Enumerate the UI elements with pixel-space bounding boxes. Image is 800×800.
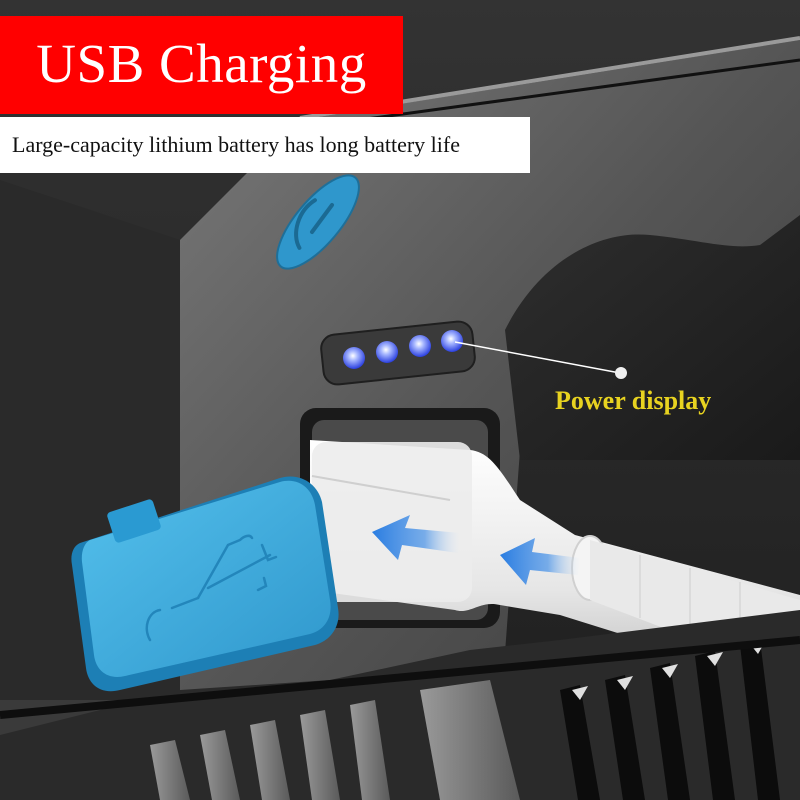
usb-port-cap (71, 476, 339, 692)
callout-dot (615, 367, 627, 379)
battery-led-2 (376, 341, 398, 363)
battery-led-3 (409, 335, 431, 357)
power-display-callout: Power display (555, 386, 712, 415)
usb-symbol-icon (145, 534, 278, 642)
insert-arrow-icon (372, 515, 580, 585)
battery-led-1 (343, 347, 365, 369)
battery-level-indicator (320, 320, 476, 386)
battery-led-4 (441, 330, 463, 352)
power-button-icon (294, 198, 334, 250)
subtitle: Large-capacity lithium battery has long … (12, 132, 460, 157)
flashlight-fins (0, 610, 800, 800)
power-button (276, 174, 360, 270)
callout-leader-line (454, 341, 621, 374)
page-title: USB Charging (36, 32, 367, 94)
subtitle-banner: Large-capacity lithium battery has long … (0, 117, 530, 173)
title-banner: USB Charging (0, 16, 403, 114)
handle-opening (505, 215, 800, 460)
